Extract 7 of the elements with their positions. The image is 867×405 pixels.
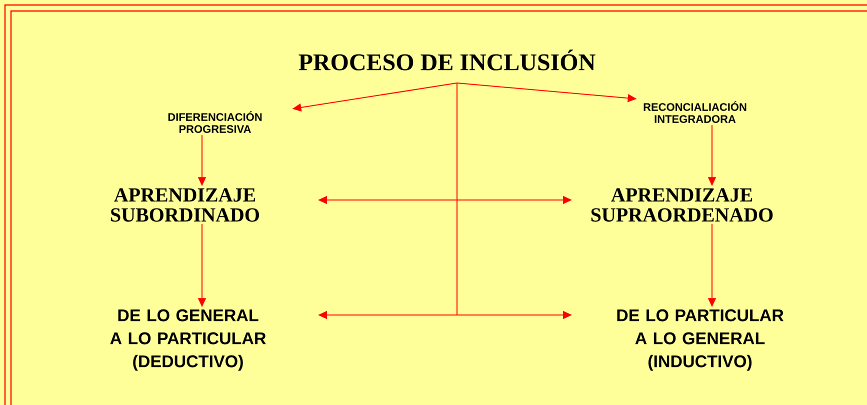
heading-text: DIFERENCIACIÓN PROGRESIVA	[168, 111, 262, 133]
heading-text: APRENDIZAJE SUPRAORDENADO	[591, 188, 773, 222]
heading-text: APRENDIZAJE SUBORDINADO	[111, 188, 259, 222]
heading-text: DE LO PARTICULAR A LO GENERAL (INDUCTIVO)	[617, 309, 784, 371]
title: PROCESO DE INCLUSIÓN	[298, 50, 596, 70]
heading-text: DE LO GENERAL A LO PARTICULAR (DEDUCTIVO)	[110, 309, 266, 371]
heading-text: RECONCIALIACIÓN INTEGRADORA	[644, 101, 746, 123]
